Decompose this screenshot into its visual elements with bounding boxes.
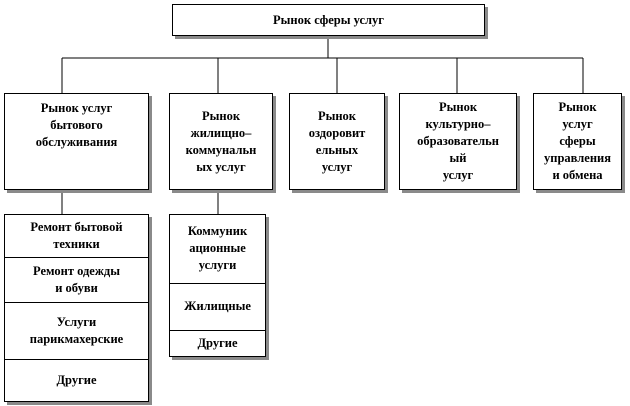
category-label: Рынок оздоровит ельных услуг (308, 108, 366, 174)
category-management-exchange: Рынок услуг сферы управления и обмена (533, 93, 622, 190)
category-household-services: Рынок услуг бытового обслуживания (4, 93, 149, 190)
divider (5, 257, 148, 258)
category-label: Рынок культурно– образовательн ый услуг (417, 100, 499, 182)
housing-services-list: Коммуник ационные услуги Жилищные Другие (169, 214, 266, 357)
list-item: Коммуник ационные услуги (187, 224, 248, 272)
list-item: Жилищные (184, 299, 251, 313)
divider (170, 283, 265, 284)
root-label: Рынок сферы услуг (273, 12, 384, 27)
divider (5, 302, 148, 303)
category-label: Рынок жилищно– коммунальн ых услуг (185, 108, 257, 174)
household-services-list: Ремонт бытовой техники Ремонт одежды и о… (4, 214, 149, 402)
divider (170, 330, 265, 331)
category-label: Рынок услуг бытового обслуживания (35, 100, 118, 149)
list-item: Другие (197, 336, 238, 350)
root-box: Рынок сферы услуг (172, 4, 485, 36)
list-item: Услуги парикмахерские (29, 314, 124, 346)
category-health-services: Рынок оздоровит ельных услуг (289, 93, 385, 190)
list-item: Другие (56, 373, 97, 387)
category-housing-communal: Рынок жилищно– коммунальн ых услуг (169, 93, 273, 190)
divider (5, 359, 148, 360)
category-cultural-educational: Рынок культурно– образовательн ый услуг (399, 93, 517, 190)
list-item: Ремонт одежды и обуви (33, 263, 120, 295)
category-label: Рынок услуг сферы управления и обмена (544, 100, 611, 182)
list-item: Ремонт бытовой техники (30, 219, 123, 251)
